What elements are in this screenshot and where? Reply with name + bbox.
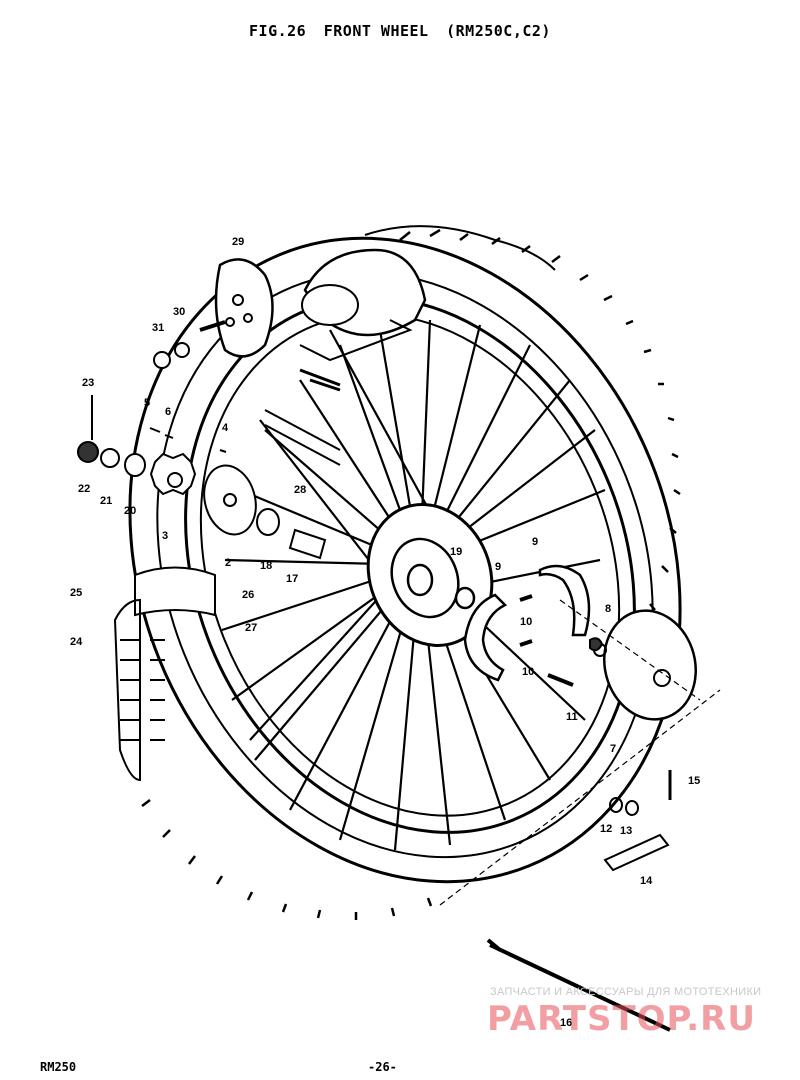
callout-5: 5 [144, 397, 150, 409]
figure-title: FIG.26 FRONT WHEEL (RM250C,C2) [0, 22, 800, 40]
hub-left-parts [77, 368, 341, 560]
callout-2: 2 [225, 557, 231, 569]
callout-6: 6 [165, 406, 171, 418]
callout-23: 23 [82, 377, 94, 389]
watermark-brand: PARTSTOP.RU [487, 999, 756, 1038]
callout-30: 30 [173, 306, 185, 318]
callout-17: 17 [286, 573, 298, 585]
callout-13: 13 [620, 825, 632, 837]
figure-name: FRONT WHEEL [323, 22, 429, 40]
sprocket-assembly [153, 258, 274, 369]
figure-number: FIG.26 [249, 22, 307, 40]
callout-4: 4 [222, 422, 229, 434]
callout-28: 28 [294, 484, 306, 496]
brake-assembly [463, 564, 697, 721]
callout-9a: 9 [495, 561, 501, 573]
callout-16: 16 [560, 1017, 572, 1029]
callout-12: 12 [600, 823, 612, 835]
guide-lines [439, 599, 721, 906]
tire-tube-section [299, 225, 556, 362]
hub [366, 503, 494, 647]
callout-18: 18 [260, 560, 272, 572]
callout-11: 11 [566, 711, 578, 723]
callout-7: 7 [610, 743, 616, 755]
axle-parts [486, 770, 672, 1032]
figure-models: (RM250C,C2) [446, 22, 551, 40]
tire-section-left [113, 566, 216, 782]
footer-model: RM250 [40, 1060, 77, 1074]
callout-15: 15 [688, 775, 700, 787]
watermark-caption: ЗАПЧАСТИ И АКСЕССУАРЫ ДЛЯ МОТОТЕХНИКИ [490, 986, 762, 998]
callout-27: 27 [245, 622, 257, 634]
callout-8: 8 [605, 603, 611, 615]
callout-24: 24 [70, 636, 83, 648]
footer-page-number: -26- [368, 1060, 397, 1074]
callout-14: 14 [640, 875, 653, 887]
callout-31: 31 [152, 322, 164, 334]
callout-labels: 29 30 31 23 5 6 4 22 21 20 3 2 18 17 28 … [70, 236, 700, 1029]
callout-29: 29 [232, 236, 244, 248]
callout-10a: 10 [520, 616, 532, 628]
callout-20: 20 [124, 505, 136, 517]
callout-21: 21 [100, 495, 112, 507]
callout-26: 26 [242, 589, 254, 601]
callout-19: 19 [450, 546, 462, 558]
callout-25: 25 [70, 587, 82, 599]
callout-3: 3 [162, 530, 168, 542]
callout-22: 22 [78, 483, 90, 495]
callout-10b: 10 [522, 666, 534, 678]
callout-9b: 9 [532, 536, 538, 548]
watermark-logo: PARTSTOP.RU [487, 999, 756, 1038]
